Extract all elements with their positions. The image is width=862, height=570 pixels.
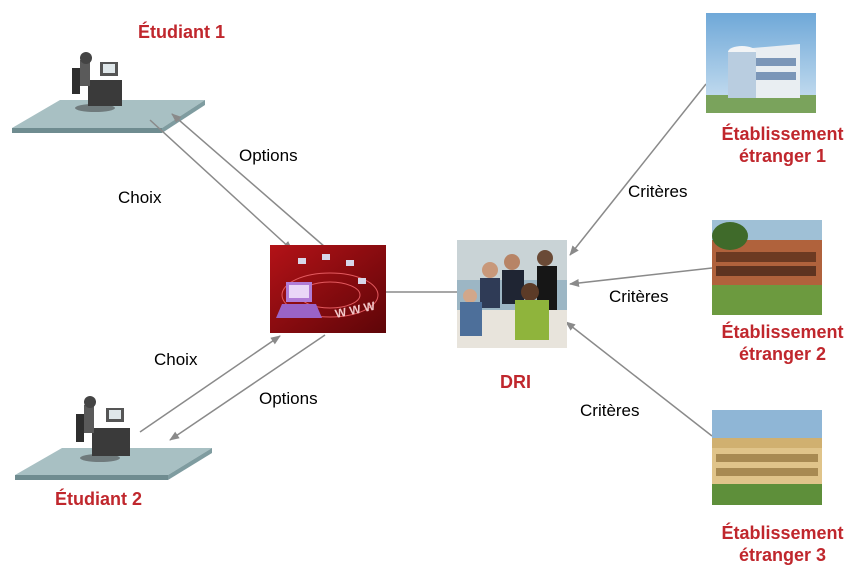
options-label-bottom: Options [259, 389, 318, 408]
student-2-label: Étudiant 2 [55, 489, 143, 509]
criteres-arrow-1 [569, 83, 707, 256]
criteres-label-2: Critères [609, 287, 669, 306]
criteres-label-1: Critères [628, 182, 688, 201]
institution-2-label: Établissement étranger 2 [705, 321, 860, 365]
internet-web-image: W W W [270, 245, 386, 333]
institution-3-label-line2: étranger 3 [738, 545, 827, 565]
institution-2-photo [712, 220, 822, 315]
dri-label: DRI [500, 372, 531, 392]
criteres-arrow-2 [569, 267, 713, 287]
options-arrow-bottom [169, 334, 326, 441]
choix-arrow-top [149, 119, 293, 251]
institution-2-label-line2: étranger 2 [738, 344, 827, 364]
institution-3-label-line1: Établissement [721, 523, 844, 543]
options-label-top: Options [239, 146, 298, 165]
choix-label-top: Choix [118, 188, 162, 207]
institution-3-photo [712, 410, 822, 505]
student-2-workstation-icon [15, 396, 212, 480]
choix-label-bottom: Choix [154, 350, 198, 369]
institution-1-label-line2: étranger 1 [738, 146, 827, 166]
institution-2-label-line1: Établissement [721, 322, 844, 342]
institution-1-label: Établissement étranger 1 [705, 123, 860, 167]
institution-3-label: Établissement étranger 3 [705, 522, 860, 566]
student-1-workstation-icon [12, 52, 205, 133]
institution-1-label-line1: Établissement [721, 124, 844, 144]
institution-1-photo [706, 13, 816, 113]
student-1-label: Étudiant 1 [138, 22, 226, 42]
options-arrow-top [171, 113, 326, 248]
criteres-label-3: Critères [580, 401, 640, 420]
dri-meeting-photo [457, 240, 567, 348]
criteres-arrow-3 [565, 321, 713, 437]
choix-arrow-bottom [139, 335, 281, 433]
